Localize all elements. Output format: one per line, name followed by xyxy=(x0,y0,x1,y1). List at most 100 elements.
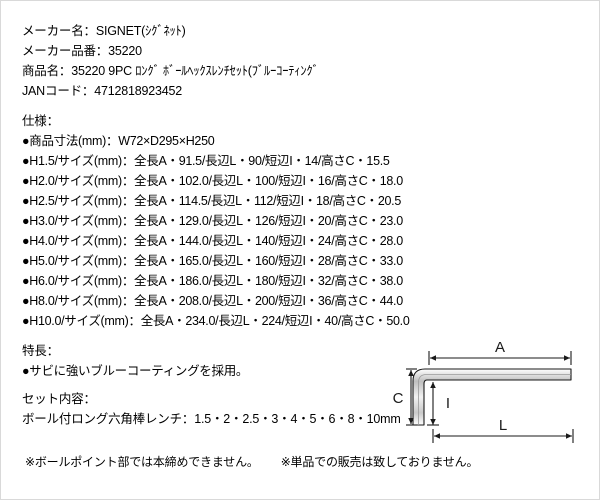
maker-part-number-value: 35220 xyxy=(108,44,142,58)
size-row-label-c: 高さC xyxy=(321,154,355,168)
size-row-sep-i: ・ xyxy=(292,154,305,168)
size-row-slash-1: / xyxy=(208,274,212,288)
size-row-bullet: ● xyxy=(22,294,30,308)
size-row-slash-3: / xyxy=(331,254,335,268)
size-row-value-a: 165.0 xyxy=(178,254,209,268)
size-row-value-l: 160 xyxy=(254,254,275,268)
size-row-value-c: 23.0 xyxy=(379,214,403,228)
size-row-size: H4.0 xyxy=(29,234,55,248)
size-row-label-c: 高さC xyxy=(334,214,368,228)
size-row-sep-a: ・ xyxy=(166,154,180,168)
size-row-sep-a: ・ xyxy=(166,234,180,248)
size-row-sep-l: ・ xyxy=(236,154,249,168)
size-row-slash-2: / xyxy=(273,194,277,208)
size-row-slash-2: / xyxy=(281,314,286,328)
size-row-slash-2: / xyxy=(274,234,279,248)
size-row-sep-l: ・ xyxy=(242,294,256,308)
size-row-sep-i: ・ xyxy=(305,294,319,308)
size-row-label-i: 短辺I xyxy=(278,294,306,308)
size-row-unit-label: /サイズ(mm)： xyxy=(54,174,135,188)
dimension-i-label: I xyxy=(446,395,450,412)
size-row-bullet: ● xyxy=(22,274,30,288)
size-row-slash-2: / xyxy=(261,154,266,168)
size-row-label-i: 短辺I xyxy=(276,194,304,208)
size-row-size: H3.0 xyxy=(29,214,55,228)
bottom-notes: ※ボールポイント部では本締めできません。※単品での販売は致しておりません。 xyxy=(25,453,478,470)
size-row-value-a: 144.0 xyxy=(178,234,209,248)
size-row-label-a: 全長A xyxy=(134,234,167,248)
dimension-l-label: L xyxy=(499,417,507,434)
size-row-value-c: 44.0 xyxy=(379,294,403,308)
size-row-size: H8.0 xyxy=(29,294,55,308)
jan-code-line: JANコード：4712818923452 xyxy=(22,81,582,101)
size-row-label-l: 長辺L xyxy=(211,254,243,268)
size-row-sep-i: ・ xyxy=(305,274,319,288)
size-row-label-a: 全長A xyxy=(134,254,167,268)
size-row-sep-i: ・ xyxy=(305,254,319,268)
size-row-slash-3: / xyxy=(329,194,333,208)
maker-part-number-label: メーカー品番： xyxy=(22,44,109,58)
size-row-value-a: 91.5 xyxy=(178,154,202,168)
size-row-label-a: 全長A xyxy=(134,294,167,308)
size-row-sep-c: ・ xyxy=(354,154,367,168)
note-ball-point: ※ボールポイント部では本締めできません。 xyxy=(25,455,259,469)
size-row-sep-a: ・ xyxy=(166,194,180,208)
size-row-slash-1: / xyxy=(208,174,212,188)
size-row-unit-label: /サイズ(mm)： xyxy=(54,294,135,308)
size-row-label-c: 高さC xyxy=(341,314,375,328)
hex-key-body xyxy=(412,368,572,426)
size-row-value-i: 14 xyxy=(304,154,319,168)
size-row-label-i: 短辺I xyxy=(284,314,313,328)
size-row: ●H10.0/サイズ(mm)：全長A・234.0/長辺L・224/短辺I・40/… xyxy=(22,311,582,331)
size-row-sep-a: ・ xyxy=(166,274,180,288)
size-row-value-i: 20 xyxy=(317,214,332,228)
dimension-i xyxy=(427,382,439,426)
size-row: ●H8.0/サイズ(mm)：全長A・208.0/長辺L・200/短辺I・36/高… xyxy=(22,291,582,311)
size-row-value-i: 32 xyxy=(317,274,332,288)
size-row-label-l: 長辺L xyxy=(218,314,250,328)
size-row-label-c: 高さC xyxy=(332,194,366,208)
size-row-label-l: 長辺L xyxy=(210,194,242,208)
size-row-label-c: 高さC xyxy=(334,174,368,188)
size-row-sep-c: ・ xyxy=(367,254,381,268)
size-row-label-l: 長辺L xyxy=(211,174,243,188)
size-row-value-i: 18 xyxy=(316,194,330,208)
size-row-sep-i: ・ xyxy=(305,174,319,188)
size-row-label-i: 短辺I xyxy=(264,154,293,168)
size-row-value-i: 24 xyxy=(317,234,332,248)
size-row-slash-2: / xyxy=(274,254,279,268)
size-row-label-a: 全長A xyxy=(134,154,167,168)
size-row-sep-l: ・ xyxy=(242,174,256,188)
size-row-unit-label: /サイズ(mm)： xyxy=(54,214,135,228)
size-row-sep-a: ・ xyxy=(166,254,180,268)
product-dimension-value: W72×D295×H250 xyxy=(118,134,215,148)
size-row-sep-c: ・ xyxy=(367,294,381,308)
size-row-value-i: 28 xyxy=(317,254,332,268)
size-row-value-l: 180 xyxy=(254,274,275,288)
size-row-slash-1: / xyxy=(215,314,219,328)
size-row-slash-3: / xyxy=(331,294,335,308)
size-row-sep-i: ・ xyxy=(312,314,325,328)
size-row-sep-a: ・ xyxy=(166,214,180,228)
size-row: ●H6.0/サイズ(mm)：全長A・186.0/長辺L・180/短辺I・32/高… xyxy=(22,271,582,291)
size-row-slash-3: / xyxy=(331,214,335,228)
size-row: ●H1.5/サイズ(mm)：全長A・91.5/長辺L・90/短辺I・14/高さC… xyxy=(22,151,582,171)
size-row-label-i: 短辺I xyxy=(278,254,306,268)
features-heading: 特長： xyxy=(22,344,59,358)
dimension-a xyxy=(428,351,572,365)
size-row-slash-3: / xyxy=(337,314,342,328)
size-row-value-a: 102.0 xyxy=(178,174,209,188)
size-row-sep-c: ・ xyxy=(367,274,381,288)
size-row: ●H3.0/サイズ(mm)：全長A・129.0/長辺L・126/短辺I・20/高… xyxy=(22,211,582,231)
spec-heading: 仕様： xyxy=(22,114,59,128)
size-row-value-c: 15.5 xyxy=(366,154,390,168)
size-row-slash-1: / xyxy=(208,234,212,248)
size-row-slash-1: / xyxy=(208,254,212,268)
size-row-size: H10.0 xyxy=(29,314,62,328)
size-row-slash-2: / xyxy=(274,174,279,188)
size-row-unit-label: /サイズ(mm)： xyxy=(54,234,135,248)
size-row-label-a: 全長A xyxy=(134,174,167,188)
size-row-value-c: 20.5 xyxy=(377,194,401,208)
size-row-sep-c: ・ xyxy=(365,194,379,208)
size-row-label-i: 短辺I xyxy=(278,174,306,188)
